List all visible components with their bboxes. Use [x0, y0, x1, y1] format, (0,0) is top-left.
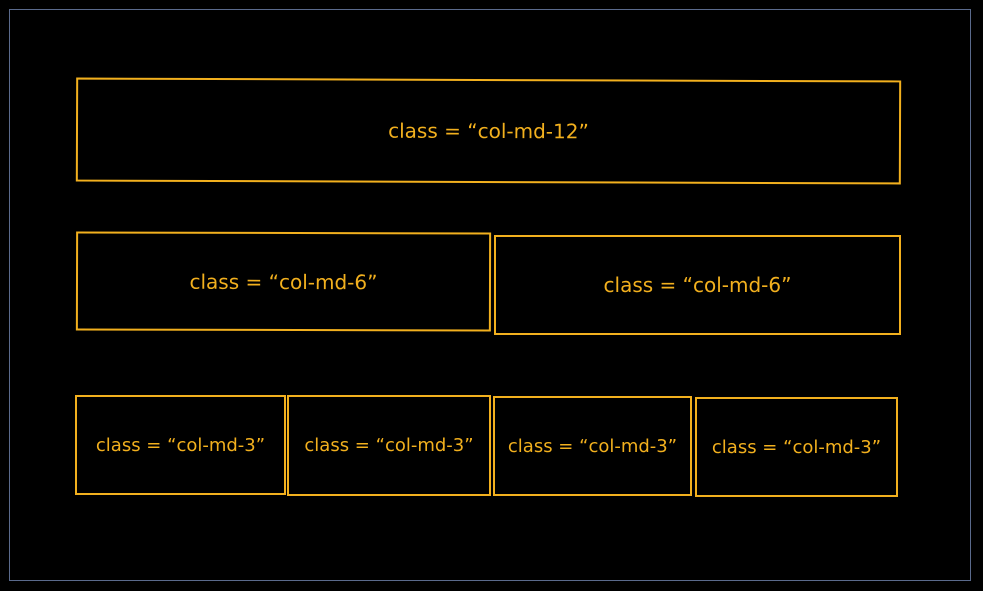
- col-md-6-label-right: class = “col-md-6”: [603, 273, 792, 297]
- col-md-3-label-1: class = “col-md-3”: [95, 434, 266, 456]
- col-md-3-box-4: class = “col-md-3”: [695, 397, 898, 497]
- col-md-3-box-2: class = “col-md-3”: [287, 395, 491, 496]
- col-md-3-label-3: class = “col-md-3”: [507, 435, 678, 457]
- col-md-12-box: class = “col-md-12”: [75, 77, 902, 185]
- diagram-frame: [9, 9, 971, 581]
- col-md-6-box-left: class = “col-md-6”: [75, 231, 492, 332]
- col-md-3-box-3: class = “col-md-3”: [493, 396, 692, 496]
- col-md-12-label: class = “col-md-12”: [388, 118, 589, 144]
- col-md-3-label-2: class = “col-md-3”: [304, 435, 474, 456]
- col-md-3-box-1: class = “col-md-3”: [75, 395, 286, 495]
- col-md-6-box-right: class = “col-md-6”: [494, 235, 901, 335]
- col-md-3-label-4: class = “col-md-3”: [711, 436, 882, 458]
- col-md-6-label-left: class = “col-md-6”: [189, 269, 378, 294]
